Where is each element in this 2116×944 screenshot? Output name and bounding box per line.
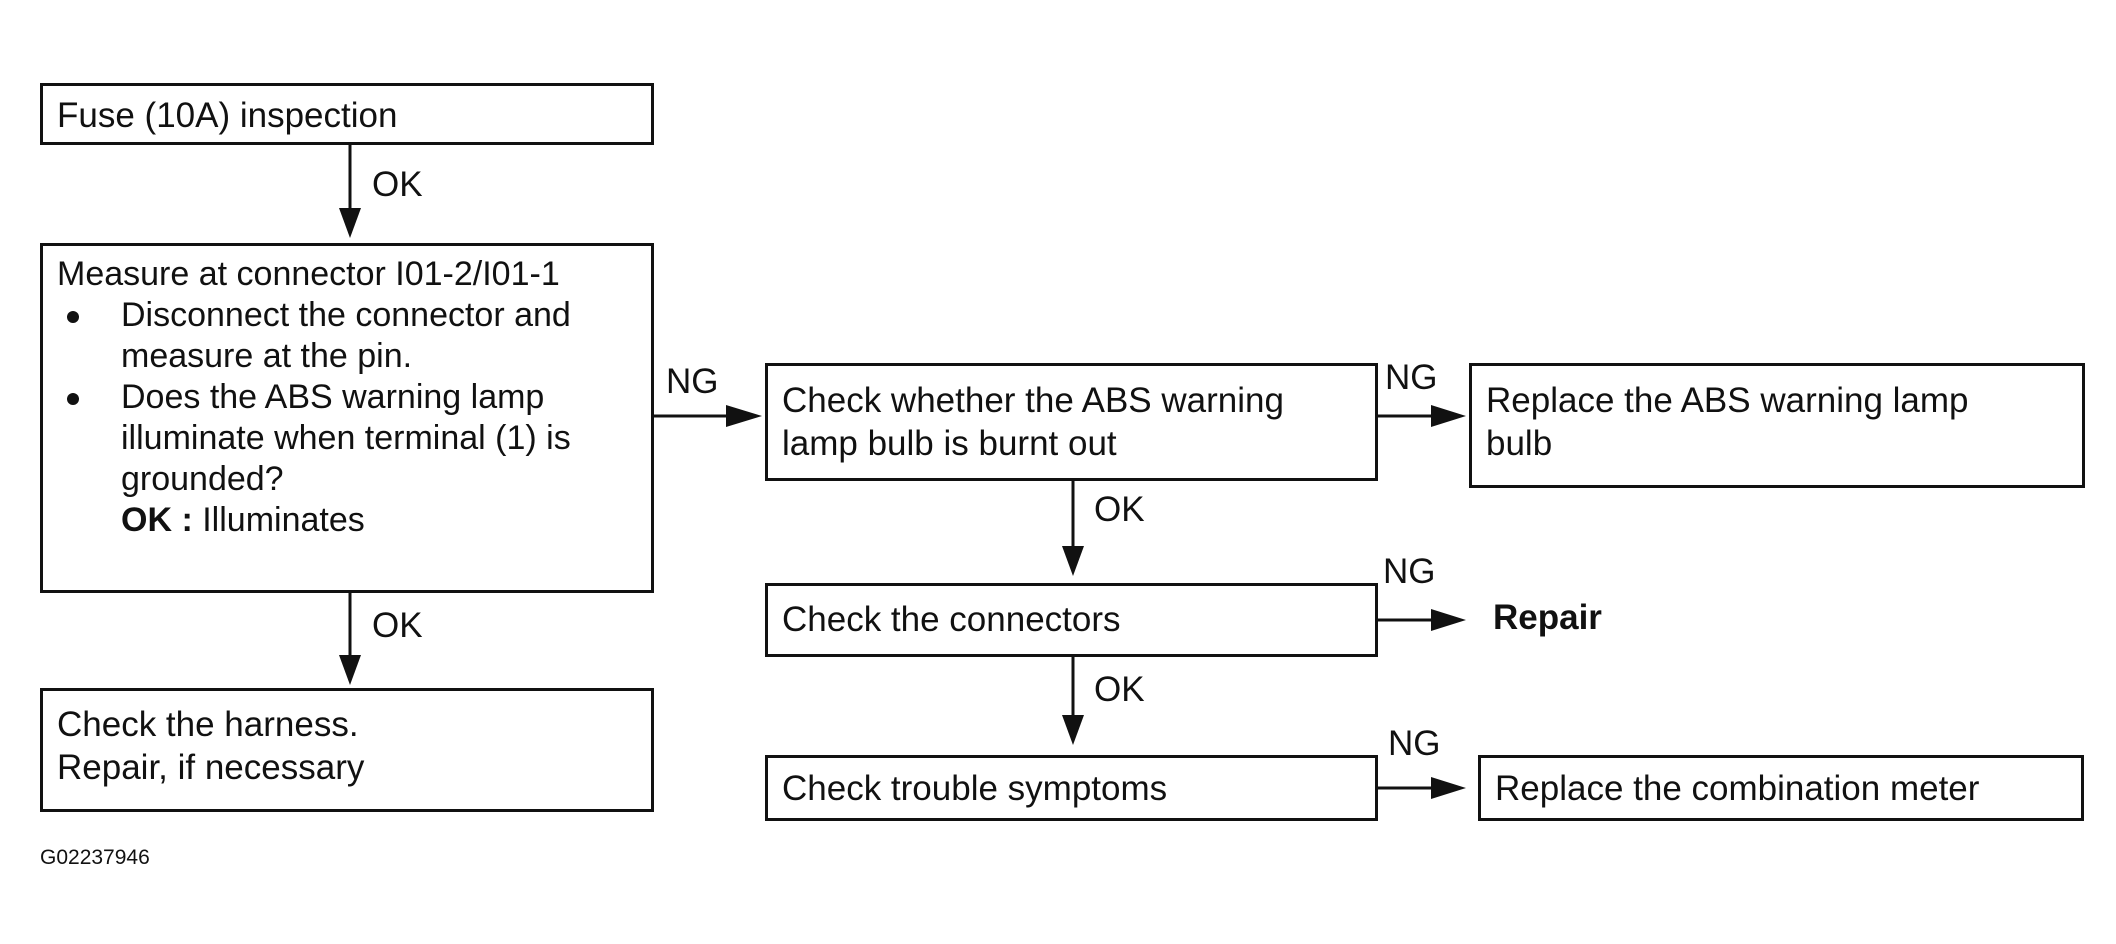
bullet-dot-icon [67,311,79,323]
arrowhead-bulb-to-connectors [1062,546,1084,576]
fuse-inspection-text: Fuse (10A) inspection [57,96,398,135]
label-ok-bulb-to-connectors: OK [1094,490,1145,529]
arrowhead-measure-to-bulb [726,405,762,427]
figure-code: G02237946 [40,846,150,869]
arrowhead-symptoms-to-meter [1431,777,1466,799]
label-ng-bulb-to-replace: NG [1385,358,1438,397]
label-ok-fuse-to-measure: OK [372,165,423,204]
repair-outcome: Repair [1493,598,1602,637]
check-symptoms-box: Check trouble symptoms [765,755,1378,821]
label-ng-symptoms-to-meter: NG [1388,724,1441,763]
ok-criterion: OK : Illuminates [57,500,637,541]
check-harness-line1: Check the harness. [57,705,359,744]
label-ng-connectors-to-repair: NG [1383,552,1436,591]
check-bulb-line2: lamp bulb is burnt out [782,424,1117,463]
arrowhead-connectors-to-symptoms [1062,715,1084,745]
bullet-dot-icon [67,393,79,405]
arrowhead-fuse-to-measure [339,208,361,238]
bullet-disconnect-cont: measure at the pin. [121,337,413,375]
bullet-abs-lamp: Does the ABS warning lamp [57,377,637,418]
check-harness-line2: Repair, if necessary [57,748,365,787]
replace-meter-text: Replace the combination meter [1495,769,1980,808]
arrowhead-measure-to-harness [339,655,361,685]
arrowhead-bulb-to-replace [1431,405,1466,427]
measure-title: Measure at connector I01-2/I01-1 [57,255,560,293]
check-harness-box: Check the harness. Repair, if necessary [40,688,654,812]
fuse-inspection-box: Fuse (10A) inspection [40,83,654,145]
bullet-abs-lamp-cont-2: grounded? [121,460,284,498]
check-bulb-box: Check whether the ABS warning lamp bulb … [765,363,1378,481]
arrowhead-connectors-to-repair [1431,609,1466,631]
replace-bulb-line1: Replace the ABS warning lamp [1486,381,1969,420]
label-ok-connectors-to-symptoms: OK [1094,670,1145,709]
bullet-abs-lamp-cont-1: illuminate when terminal (1) is [121,419,571,457]
ok-criterion-label: OK : [121,501,193,539]
replace-bulb-box: Replace the ABS warning lamp bulb [1469,363,2085,488]
ok-criterion-value: Illuminates [202,501,365,539]
bullet-disconnect: Disconnect the connector and [57,295,637,336]
bullet-disconnect-text: Disconnect the connector and [121,296,571,334]
label-ok-measure-to-harness: OK [372,606,423,645]
label-ng-measure-to-bulb: NG [666,362,719,401]
check-connectors-text: Check the connectors [782,600,1121,639]
check-symptoms-text: Check trouble symptoms [782,769,1168,808]
check-connectors-box: Check the connectors [765,583,1378,657]
check-bulb-line1: Check whether the ABS warning [782,381,1284,420]
replace-bulb-line2: bulb [1486,424,1553,463]
replace-meter-box: Replace the combination meter [1478,755,2084,821]
bullet-abs-lamp-text: Does the ABS warning lamp [121,378,545,416]
measure-connector-box: Measure at connector I01-2/I01-1 Disconn… [40,243,654,593]
